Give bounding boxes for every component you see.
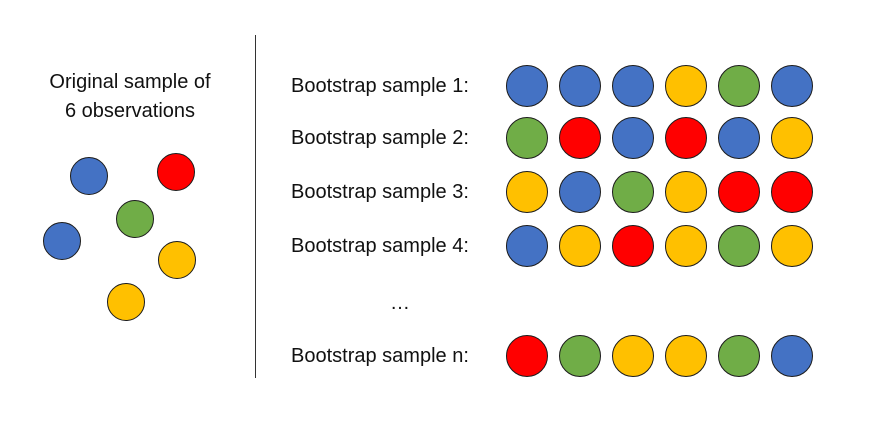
bootstrap-row-n: Bootstrap sample n:: [291, 334, 824, 378]
sample-dot-blue: [718, 117, 760, 159]
bootstrap-row-label: Bootstrap sample 3:: [291, 180, 469, 203]
bootstrap-row-dots: [506, 117, 824, 159]
sample-dot-green: [718, 65, 760, 107]
bootstrap-row-dots: [506, 171, 824, 213]
sample-dot-green: [612, 171, 654, 213]
divider: [255, 35, 256, 378]
observation-yellow: [158, 241, 196, 279]
sample-dot-green: [506, 117, 548, 159]
sample-dot-red: [559, 117, 601, 159]
original-title-line-2: 6 observations: [64, 100, 196, 122]
bootstrap-row-dots: [506, 225, 824, 267]
observation-green: [116, 200, 154, 238]
original-sample-title: Original sample of 6 observations: [20, 68, 240, 126]
sample-dot-blue: [559, 65, 601, 107]
observation-blue: [70, 157, 108, 195]
sample-dot-yellow: [771, 117, 813, 159]
sample-dot-yellow: [665, 225, 707, 267]
observation-yellow: [107, 283, 145, 321]
sample-dot-blue: [771, 65, 813, 107]
bootstrap-row-label: Bootstrap sample 4:: [291, 234, 469, 257]
bootstrap-row-1: Bootstrap sample 1:: [291, 64, 824, 108]
sample-dot-yellow: [771, 225, 813, 267]
sample-dot-blue: [506, 225, 548, 267]
bootstrap-row-3: Bootstrap sample 3:: [291, 170, 824, 214]
sample-dot-blue: [612, 65, 654, 107]
ellipsis: …: [390, 292, 410, 314]
sample-dot-blue: [612, 117, 654, 159]
sample-dot-green: [718, 225, 760, 267]
sample-dot-red: [718, 171, 760, 213]
observation-red: [157, 153, 195, 191]
sample-dot-yellow: [665, 335, 707, 377]
bootstrap-row-label: Bootstrap sample 1:: [291, 74, 469, 97]
sample-dot-red: [665, 117, 707, 159]
sample-dot-green: [718, 335, 760, 377]
bootstrap-row-dots: [506, 65, 824, 107]
sample-dot-green: [559, 335, 601, 377]
original-observations: [0, 0, 260, 440]
sample-dot-red: [771, 171, 813, 213]
bootstrap-row-label: Bootstrap sample n:: [291, 344, 469, 367]
bootstrap-row-2: Bootstrap sample 2:: [291, 116, 824, 160]
sample-dot-blue: [559, 171, 601, 213]
bootstrap-row-label: Bootstrap sample 2:: [291, 126, 469, 149]
sample-dot-red: [612, 225, 654, 267]
sample-dot-red: [506, 335, 548, 377]
original-title-line-1: Original sample of: [49, 71, 211, 93]
bootstrap-row-4: Bootstrap sample 4:: [291, 224, 824, 268]
observation-blue: [43, 222, 81, 260]
sample-dot-blue: [771, 335, 813, 377]
sample-dot-yellow: [559, 225, 601, 267]
sample-dot-yellow: [665, 65, 707, 107]
sample-dot-yellow: [665, 171, 707, 213]
sample-dot-blue: [506, 65, 548, 107]
bootstrap-row-dots: [506, 335, 824, 377]
sample-dot-yellow: [506, 171, 548, 213]
sample-dot-yellow: [612, 335, 654, 377]
